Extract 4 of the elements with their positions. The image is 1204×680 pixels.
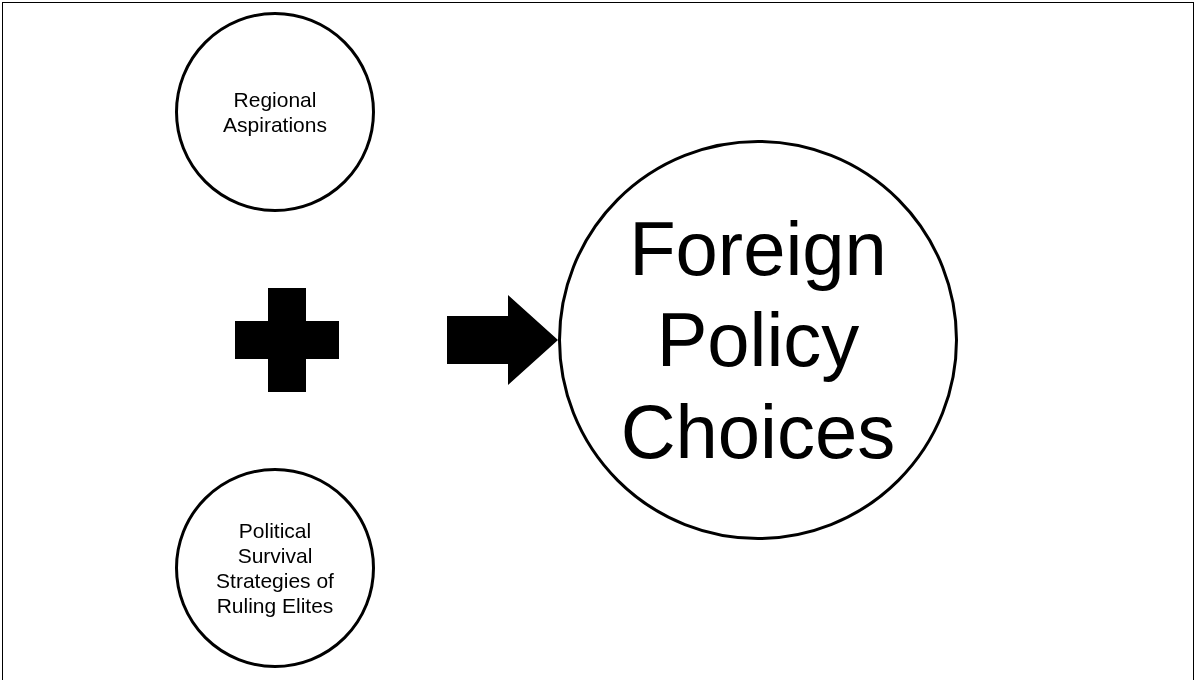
node-label: Foreign Policy Choices: [619, 205, 897, 476]
node-label: Regional Aspirations: [222, 86, 328, 138]
node-label: Political Survival Strategies of Ruling Elites: [215, 517, 335, 619]
block-arrow: [447, 295, 558, 385]
